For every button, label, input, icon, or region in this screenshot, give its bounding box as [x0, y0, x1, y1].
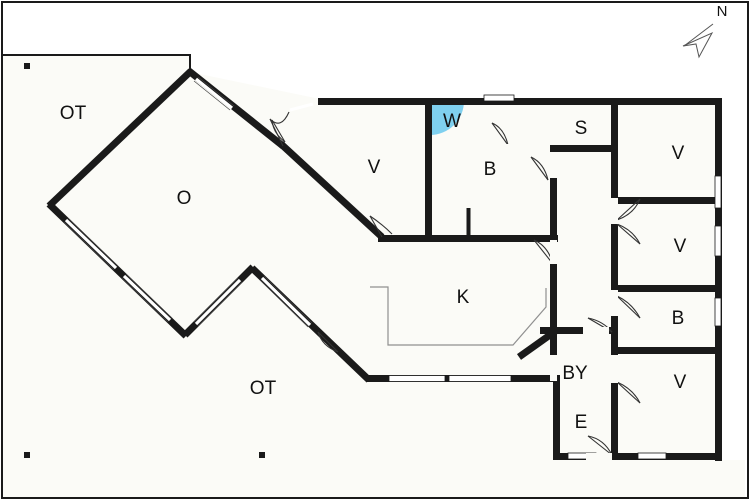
door-gap-corridor-b2 [611, 290, 618, 316]
compass-arrow-icon [682, 31, 714, 59]
window-diag-o-sw-1 [64, 218, 118, 270]
door-terrace-se-arc [317, 331, 339, 353]
window-diag-o-sw-2 [122, 274, 172, 322]
door-gap-utility [505, 144, 510, 156]
window-group [388, 94, 722, 460]
kitchen-counter-line [370, 286, 547, 346]
window-diag-o-se-1 [194, 278, 242, 326]
window-diag-v-nw [289, 102, 314, 112]
door-corridor-v-se-arc [616, 381, 641, 404]
site-marker-1 [24, 63, 30, 69]
door-terrace-nw-arc [271, 119, 286, 143]
door-v-south-leaf [369, 215, 383, 238]
door-terrace-se-leaf [317, 331, 339, 353]
compass-north-label: N [717, 3, 728, 20]
terrace-outline-stroke [3, 54, 191, 72]
door-corridor-v-ne-leaf [616, 198, 641, 221]
wall-diag-o-north-west [46, 68, 194, 209]
door-entrance-arc [587, 435, 613, 456]
site-marker-3 [259, 452, 265, 458]
window-right-3 [714, 297, 722, 327]
door-b-to-s-leaf [491, 122, 509, 146]
room-label-ot-upper: OT [60, 103, 87, 124]
door-by-corridor-arc [587, 317, 613, 333]
door-corridor-v-e-leaf [616, 223, 641, 245]
window-top-b [483, 94, 515, 102]
window-right-1 [714, 175, 722, 209]
door-gap-corridor-ne [611, 198, 618, 224]
window-diag-o-se-2 [260, 276, 312, 327]
window-diag-o-se-1-edge2 [197, 281, 243, 327]
window-diag-o-sw-1-edge2 [67, 217, 119, 267]
door-corridor-v-ne-arc [616, 198, 641, 221]
diagonal-window-outline-group [63, 76, 313, 328]
door-gap-kitchen-n [550, 240, 557, 264]
door-terrace-nw-leaf [271, 119, 286, 143]
door-corridor-v-se-leaf [616, 381, 641, 404]
window-bottom-2 [637, 452, 667, 460]
door-b-to-s-arc [491, 122, 509, 146]
room-label-v-east: V [674, 236, 687, 257]
window-diag-o-sw-2-edge2 [125, 273, 173, 319]
door-kitchen-north-leaf [533, 239, 554, 265]
door-gap-corridor-b [550, 152, 557, 178]
room-label-k: K [457, 287, 470, 308]
door-v-south-arc [369, 215, 393, 235]
door-corridor-b-arc [616, 295, 641, 319]
wall-scullery-diag [516, 327, 560, 360]
window-kitchen-south-2 [448, 375, 512, 382]
window-diag-o-ne [194, 77, 234, 110]
door-b-corridor-leaf [530, 156, 549, 181]
room-label-group: OT O V W B S V V B V K BY E OT [60, 103, 687, 433]
diagonal-window-group [64, 77, 314, 327]
room-label-by: BY [562, 363, 588, 384]
window-right-2 [714, 225, 722, 257]
window-diag-o-sw-1-edge [63, 221, 115, 271]
site-marker-group [24, 63, 265, 458]
shower-quarter-circle-icon [430, 101, 464, 135]
door-corridor-v-e-arc [616, 223, 641, 245]
room-label-ot-lower: OT [250, 378, 277, 399]
room-label-o: O [177, 188, 192, 209]
door-group [269, 111, 641, 456]
compass-rose: N [682, 3, 728, 59]
room-label-s: S [575, 118, 588, 139]
window-diag-o-se-2-edge [259, 279, 309, 328]
door-gap-group [505, 144, 618, 460]
window-diag-o-ne-edge2 [197, 76, 235, 107]
door-b-corridor-arc [530, 156, 549, 181]
door-gap-corridor-se [611, 355, 618, 383]
compass-needle-icon [683, 23, 714, 47]
window-diag-o-se-2-edge2 [263, 275, 313, 324]
door-entrance-leaf [587, 435, 613, 456]
door-gap-scullery [583, 327, 609, 334]
room-label-b-east: B [672, 308, 685, 329]
window-diag-o-sw-2-edge [121, 277, 169, 323]
site-marker-2 [24, 452, 30, 458]
room-label-e: E [575, 412, 588, 433]
wall-diag-o-north-east [186, 68, 286, 149]
window-kitchen-south-1 [388, 375, 446, 382]
room-label-v-west: V [368, 157, 381, 178]
window-diag-o-se-1-edge [193, 277, 239, 323]
room-label-v-southeast: V [674, 372, 687, 393]
room-label-v-northeast: V [672, 143, 685, 164]
wall-diag-o-east [278, 141, 385, 240]
door-gap-corridor-s [550, 355, 557, 381]
door-corridor-b-leaf [616, 295, 641, 319]
room-label-w: W [443, 111, 461, 132]
room-label-b-north: B [484, 159, 497, 180]
door-gap-entrance [586, 453, 612, 460]
window-diag-o-ne-edge [193, 80, 231, 111]
